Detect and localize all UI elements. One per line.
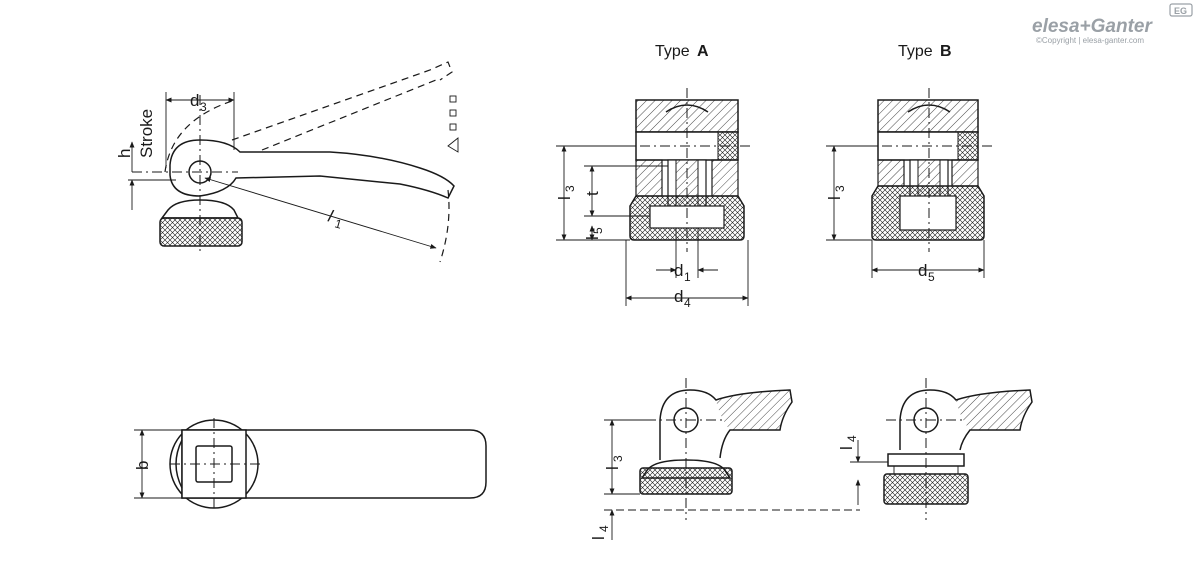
d3-subscript: 3 [200,100,207,114]
l5-subscript: 5 [591,227,605,234]
cam-b-l4-label: l [837,446,856,450]
l5-label: l [583,236,602,240]
type-b-l3-subscript: 3 [833,185,847,192]
h-label: h [115,149,134,158]
stroke-label: Stroke [137,109,156,158]
type-a-letter: A [697,43,709,60]
l1-subscript: 1 [333,216,344,231]
copyright-text: ©Copyright | elesa-ganter.com [1036,36,1144,45]
type-b-section [826,88,994,278]
d1-subscript: 1 [684,270,691,284]
cam-a-l3-label: l [603,466,622,470]
type-a-label: Type [655,43,690,60]
type-b-letter: B [940,43,952,60]
cam-a-l3-subscript: 3 [611,455,625,462]
brand-logo: elesa+Ganter EG ©Copyright | elesa-gante… [1032,3,1193,45]
b-label: b [133,461,152,470]
brand-logo-text: elesa+Ganter [1032,16,1153,37]
d3-label: d [190,91,199,110]
type-b-label: Type [898,43,933,60]
cam-view-a [604,378,860,540]
type-a-section [556,88,754,306]
side-view [128,61,459,263]
type-b-l3-label: l [825,196,844,200]
d1-label: d [674,261,683,280]
top-view [134,418,487,510]
l1-label: l [326,207,336,227]
type-a-l3-subscript: 3 [563,185,577,192]
cam-a-l4-subscript: 4 [597,525,611,532]
cam-b-l4-subscript: 4 [845,435,859,442]
brand-badge: EG [1174,6,1187,16]
t-label: t [583,191,602,196]
cam-a-l4-label: l [589,536,608,540]
d5-subscript: 5 [928,270,935,284]
cam-view-b [850,378,1033,520]
type-a-l3-label: l [555,196,574,200]
d4-subscript: 4 [684,296,691,310]
d4-label: d [674,287,683,306]
d5-label: d [918,261,927,280]
